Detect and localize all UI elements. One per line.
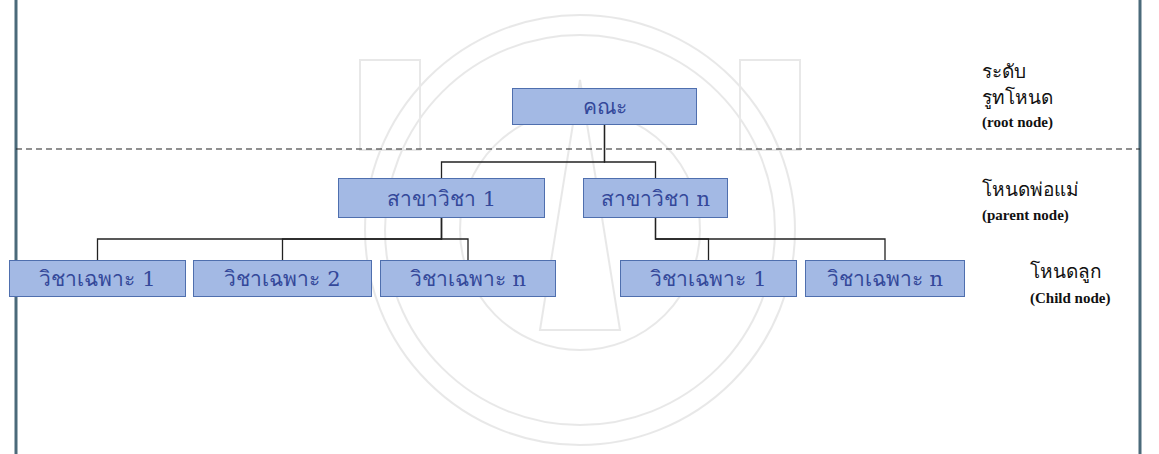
level-name-english: (parent node) — [982, 207, 1069, 224]
child-node-box: วิชาเฉพาะ 1 — [620, 260, 797, 297]
level-name: โหนดพ่อแม่ — [982, 174, 1079, 204]
root-node-box: คณะ — [512, 88, 697, 125]
level-name: ระดับ — [982, 56, 1026, 86]
level-divider — [16, 148, 1140, 149]
child-node-box: วิชาเฉพาะ 2 — [193, 260, 372, 297]
node-text: วิชาเฉพาะ 2 — [224, 262, 340, 295]
level-name-english: (Child node) — [1030, 290, 1110, 307]
tree-connector — [283, 218, 442, 260]
node-text: สาขาวิชา n — [601, 182, 710, 215]
tree-connector — [442, 125, 605, 178]
node-text: วิชาเฉพาะ n — [827, 262, 943, 295]
node-text: วิชาเฉพาะ 1 — [650, 262, 766, 295]
child-node-box: วิชาเฉพาะ n — [380, 260, 556, 297]
level-name-english: (root node) — [982, 114, 1053, 131]
tree-connector — [605, 125, 656, 178]
tree-connector — [98, 218, 442, 260]
parent-node-box: สาขาวิชา 1 — [338, 178, 545, 218]
node-text: คณะ — [583, 90, 627, 123]
child-node-box: วิชาเฉพาะ n — [805, 260, 965, 297]
parent-node-box: สาขาวิชา n — [583, 178, 728, 218]
tree-connector — [442, 218, 469, 260]
level-name: โหนดลูก — [1030, 256, 1102, 286]
watermark-seal — [360, 15, 800, 445]
node-text: วิชาเฉพาะ 1 — [39, 262, 155, 295]
level-name: รูทโหนด — [982, 82, 1053, 112]
child-node-box: วิชาเฉพาะ 1 — [9, 260, 186, 297]
node-text: สาขาวิชา 1 — [387, 182, 496, 215]
frame-line — [1139, 0, 1142, 454]
tree-connector — [656, 218, 886, 260]
node-text: วิชาเฉพาะ n — [410, 262, 526, 295]
frame-line — [15, 0, 18, 454]
